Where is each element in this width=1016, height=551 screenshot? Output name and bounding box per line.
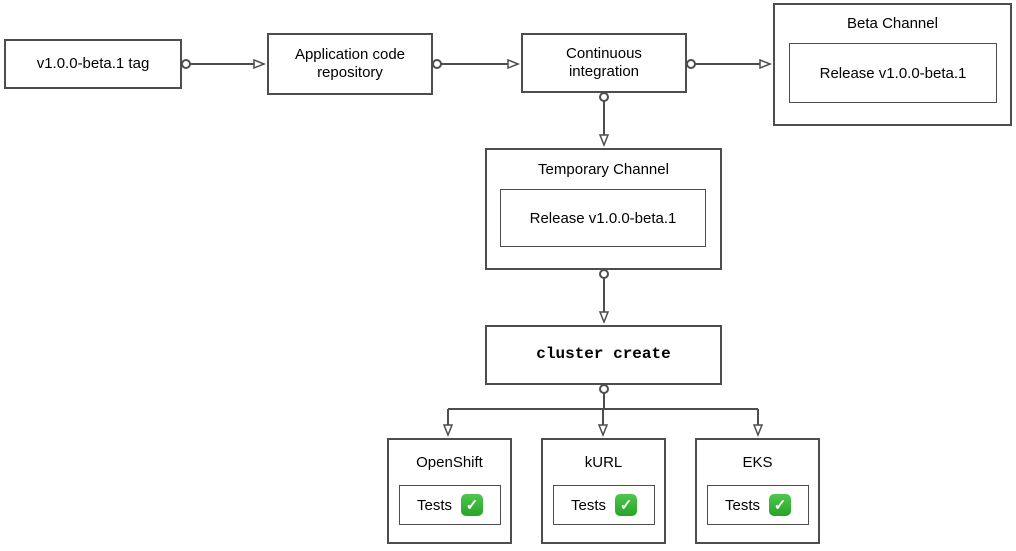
- kurl-tests-label: Tests: [570, 496, 606, 514]
- check-glyph: ✓: [619, 496, 633, 514]
- eks-tests-box: Tests ✓: [707, 485, 809, 525]
- cluster-create-label: cluster create: [536, 345, 671, 364]
- temporary-channel-title: Temporary Channel: [538, 161, 669, 178]
- edge-source-dot: [599, 269, 609, 279]
- node-openshift: OpenShift Tests ✓: [387, 438, 512, 544]
- beta-channel-release-box: Release v1.0.0-beta.1: [789, 43, 997, 103]
- check-icon: ✓: [615, 494, 637, 516]
- version-tag-label: v1.0.0-beta.1 tag: [36, 55, 150, 72]
- beta-channel-title: Beta Channel: [847, 15, 938, 32]
- edge-source-dot: [599, 384, 609, 394]
- check-glyph: ✓: [465, 496, 479, 514]
- temporary-channel-release-label: Release v1.0.0-beta.1: [529, 209, 677, 227]
- beta-channel-release-label: Release v1.0.0-beta.1: [819, 64, 967, 82]
- eks-tests-label: Tests: [724, 496, 760, 514]
- node-application-code-repository: Application code repository: [267, 33, 433, 95]
- edge-source-dot: [599, 92, 609, 102]
- edge-source-dot: [686, 59, 696, 69]
- kurl-tests-box: Tests ✓: [553, 485, 655, 525]
- repository-label: Application code repository: [294, 46, 406, 81]
- edge-source-dot: [432, 59, 442, 69]
- check-icon: ✓: [769, 494, 791, 516]
- openshift-tests-label: Tests: [416, 496, 452, 514]
- node-version-tag: v1.0.0-beta.1 tag: [4, 39, 182, 89]
- check-glyph: ✓: [773, 496, 787, 514]
- openshift-tests-box: Tests ✓: [399, 485, 501, 525]
- node-eks: EKS Tests ✓: [695, 438, 820, 544]
- eks-title: EKS: [742, 454, 773, 471]
- node-continuous-integration: Continuous integration: [521, 33, 687, 93]
- continuous-integration-label: Continuous integration: [566, 45, 642, 80]
- kurl-title: kURL: [584, 454, 623, 471]
- node-temporary-channel: Temporary Channel Release v1.0.0-beta.1: [485, 148, 722, 270]
- node-kurl: kURL Tests ✓: [541, 438, 666, 544]
- node-beta-channel: Beta Channel Release v1.0.0-beta.1: [773, 3, 1012, 126]
- temporary-channel-release-box: Release v1.0.0-beta.1: [500, 189, 706, 247]
- check-icon: ✓: [461, 494, 483, 516]
- openshift-title: OpenShift: [416, 454, 483, 471]
- node-cluster-create: cluster create: [485, 325, 722, 385]
- edge-source-dot: [181, 59, 191, 69]
